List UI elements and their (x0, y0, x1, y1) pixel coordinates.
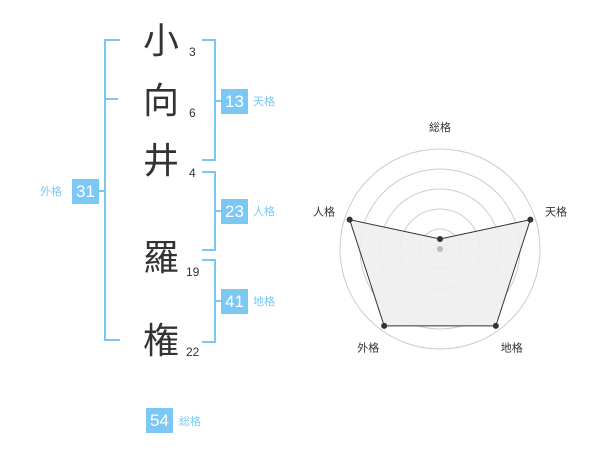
gaikaku-badge: 31 (72, 179, 99, 204)
radar-data-polygon (348, 218, 532, 327)
radar-point-2 (527, 216, 534, 223)
name-char-1: 小 (142, 21, 179, 62)
jinkaku-badge: 23 (221, 199, 248, 224)
chikaku-bracket-connector (214, 300, 222, 302)
stroke-count-5: 22 (186, 345, 200, 359)
chikaku-label: 地格 (253, 295, 275, 308)
name-char-2: 向 (142, 81, 179, 122)
gaikaku-bracket-tick (104, 98, 118, 100)
gaikaku-bracket-connector (96, 190, 106, 192)
stroke-count-4: 19 (186, 265, 200, 279)
tenkaku-label: 天格 (253, 95, 275, 108)
radar-point-3 (492, 322, 499, 329)
soukaku-label: 総格 (179, 415, 201, 428)
radar-axis-label-4: 外格 (357, 341, 379, 355)
name-char-3: 井 (142, 141, 179, 182)
tenkaku-badge: 13 (221, 89, 248, 114)
radar-grid-ring (339, 148, 541, 350)
radar-axis-label-2: 天格 (545, 204, 567, 218)
radar-axis-label-5: 人格 (313, 204, 335, 218)
radar-center-dot (437, 246, 443, 252)
name-char-4: 羅 (142, 238, 179, 279)
radar-axis-label-3: 地格 (501, 341, 523, 355)
soukaku-badge: 54 (146, 408, 173, 433)
chikaku-badge: 41 (221, 289, 248, 314)
name-char-5: 権 (142, 321, 179, 362)
radar-point-1 (437, 236, 443, 242)
jinkaku-label: 人格 (253, 205, 275, 218)
gaikaku-label: 外格 (40, 185, 62, 198)
stroke-count-2: 6 (189, 106, 196, 120)
stroke-count-3: 4 (189, 166, 196, 180)
radar-point-5 (346, 216, 353, 223)
jinkaku-bracket-connector (214, 210, 222, 212)
stroke-count-1: 3 (189, 45, 196, 59)
radar-point-4 (381, 322, 388, 329)
tenkaku-bracket-connector (214, 100, 222, 102)
radar-axis-label-1: 総格 (429, 120, 451, 134)
